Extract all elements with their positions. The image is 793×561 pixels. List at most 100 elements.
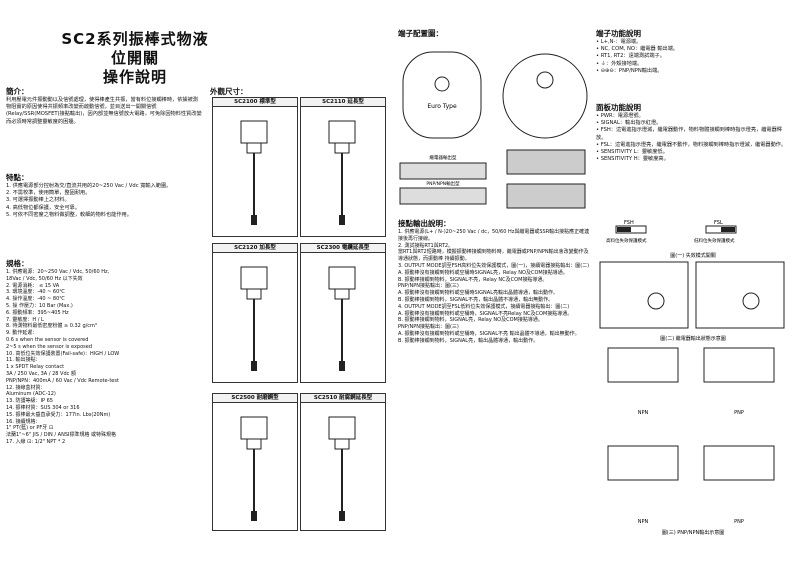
probe-outline xyxy=(328,120,356,225)
fig2-caption: 圖(二) 繼電器輸出狀態示意圖 xyxy=(660,335,726,342)
relay-state-left xyxy=(599,261,689,329)
dimension-drawing-label: SC2110 延長型 xyxy=(301,98,385,107)
list-item: 14. 振棒材質：SUS 304 or 316 xyxy=(6,404,80,411)
probe-outline xyxy=(240,416,268,521)
terminal-section: 端子配置圖： xyxy=(398,28,588,39)
wiring-list: 1. 供應電源(L+ / N-)20~250 Vac / dc，50/60 Hz… xyxy=(398,229,590,345)
list-item: • ⊖⊕⊖：PNP/NPN輸出端。 xyxy=(596,67,663,74)
list-item: 5. 操 作壓力：10 Bar (Max.) xyxy=(6,302,73,309)
npn-circuit-bottom xyxy=(607,445,679,481)
terminal-heading: 端子配置圖： xyxy=(398,29,443,38)
fig1-caption: 圖(一) 失效模式開關 xyxy=(670,252,716,259)
document-title: SC2系列振棒式物液位開關 操作說明 xyxy=(60,30,210,87)
list-item: 11. 輸出接點： xyxy=(6,357,41,364)
round-dial xyxy=(536,71,554,89)
dimension-drawing: SC2510 耐腐鋼延長型 xyxy=(300,393,386,531)
relay-terminal-block: 繼電器輸出型 xyxy=(399,154,487,180)
dimension-drawing: SC2500 耐磨鋼型 xyxy=(212,393,298,531)
list-item: 8. 待測物料最低密度粉體 ≥ 0.32 g/cm³ xyxy=(6,323,97,330)
panel-desc-heading: 面板功能說明 xyxy=(596,103,641,112)
fsh-label: FSH xyxy=(624,220,634,226)
list-item: PNP/NPN：400mA / 60 Vac / Vdc Remote-test xyxy=(6,377,119,384)
list-item: 1. 供應電源：20~250 Vac / Vdc, 50/60 Hz, xyxy=(6,269,110,275)
probe-outline xyxy=(328,266,356,371)
specs-section: 規格： 1. 供應電源：20~250 Vac / Vdc, 50/60 Hz, … xyxy=(6,258,202,446)
dimension-drawing-label: SC2500 耐磨鋼型 xyxy=(213,394,297,403)
title-line1: SC2系列振棒式物液位開關 xyxy=(61,30,209,67)
dimension-drawing: SC2300 電纜延長型 xyxy=(300,243,386,383)
list-item: B. 振動棒接觸到物料，SIGNAL亮，輸出晶體導通，輸出動作。 xyxy=(398,337,539,344)
specs-heading: 規格： xyxy=(6,259,29,268)
terminal-desc-section: 端子功能說明 • L+,N-：電源端。• NC, COM, NO：繼電器 輸出端… xyxy=(596,28,788,75)
euro-screw xyxy=(434,76,450,92)
round-terminal-block-2 xyxy=(506,183,586,209)
euro-type-label: Euro Type xyxy=(427,103,457,110)
list-item: 2. 電源消耗： ≤ 15 VA xyxy=(6,282,60,289)
dimension-drawing-label: SC2120 加長型 xyxy=(213,244,297,253)
mode-diagrams: FSH 高料位失效保護模式 FSL 低料位失效保護模式 圖(一) 失效模式開關 … xyxy=(599,220,785,536)
list-item: 3. 可選擇振動棒上之材料。 xyxy=(6,197,70,204)
list-item: • SIGNAL：輸出指示紅燈。 xyxy=(596,120,662,127)
specs-list: 1. 供應電源：20~250 Vac / Vdc, 50/60 Hz, 18Va… xyxy=(6,269,202,446)
list-item: B. 振動棒接觸到物料，SIGNAL不亮，輸出晶體不導通，輸出無動作。 xyxy=(398,296,554,303)
pnp-block-label: PNP/NPN輸出型 xyxy=(426,180,460,187)
list-item: 6. 振動頻率：395~405 Hz xyxy=(6,309,69,316)
npn-circuit-top xyxy=(607,347,679,383)
list-item: 10. 高低位失效保護裝置(Fail-safe)：HIGH / LOW xyxy=(6,350,120,357)
intro-section: 簡介： 利用壓電元件振動動以及信號處理，使得棒產生共振，當有料位接觸棒時，依據被… xyxy=(6,86,202,126)
wiring-heading: 接點輸出說明： xyxy=(398,219,451,228)
dimension-drawing: SC2100 標準型 xyxy=(212,97,298,237)
list-item: A. 振動棒沒有接觸到物料或空桶時SIGNAL亮，Relay NO及COM接點導… xyxy=(398,269,568,276)
terminal-desc-heading: 端子功能說明 xyxy=(596,29,641,38)
euro-housing xyxy=(402,51,482,139)
list-item: 1. 供應電源(L+ / N-)20~250 Vac / dc，50/60 Hz… xyxy=(398,229,590,242)
list-item: 2. 測試接點RT1與RT2。 xyxy=(398,242,454,249)
dimension-drawing: SC2120 加長型 xyxy=(212,243,298,383)
pnp-label-top: PNP xyxy=(734,410,744,416)
list-item: 1 x SPDT Relay contact xyxy=(6,364,65,371)
list-item: 3A / 250 Vac, 3A / 28 Vdc 額 xyxy=(6,370,76,377)
list-item: 13. 防護等級：IP 65 xyxy=(6,398,53,405)
wiring-section: 接點輸出說明： 1. 供應電源(L+ / N-)20~250 Vac / dc，… xyxy=(398,218,590,345)
list-item: A. 振動棒沒有接觸到物料或空桶時，SIGNAL不亮Relay NC及COM接點… xyxy=(398,310,573,317)
list-item: 15. 振棒最大垂直承受力：177in. Lbs(20Nm) xyxy=(6,411,111,418)
list-item: A. 振動棒沒有接觸到物料或空桶時SIGNAL亮輸出晶體導通，輸出動作。 xyxy=(398,290,558,297)
list-item: 3. 環境溫度：-40 ~ 60℃ xyxy=(6,289,65,296)
panel-desc-section: 面板功能說明 • PWR：電源燈號。• SIGNAL：輸出指示紅燈。• FSH：… xyxy=(596,102,788,163)
relay-block-label: 繼電器輸出型 xyxy=(430,154,457,161)
list-item: 5. 可依不同密度之物料做調整，較細的物料也能作用。 xyxy=(6,211,132,218)
list-item: 16. 接續規格： xyxy=(6,418,41,425)
intro-text: 利用壓電元件振動動以及信號處理，使得棒產生共振，當有料位接觸棒時，依據被測物阻實… xyxy=(6,97,202,125)
pnp-circuit-bottom xyxy=(703,445,775,481)
list-item: PNP/NPN接點輸出：圖(三) xyxy=(398,324,459,331)
list-item: • L+,N-：電源端。 xyxy=(596,39,642,45)
npn-label-bottom: NPN xyxy=(638,519,649,525)
list-item: 3. OUTPUT MODE調至FSH高料位失效保護模式，圖(一)，接續電器接點… xyxy=(398,262,590,269)
list-item: • PWR：電源燈號。 xyxy=(596,113,644,119)
list-item: 18Vac / Vdc, 50/60 Hz 以下失效 xyxy=(6,275,83,282)
terminal-desc-list: • L+,N-：電源端。• NC, COM, NO：繼電器 輸出端。• RT1,… xyxy=(596,39,788,75)
list-item: 當RT1與RT2短路時，模擬振動棒接觸到物料時，繼電器或PNP/NPN輸出會改變… xyxy=(398,249,589,263)
list-item: 7. 靈敏度：H / L xyxy=(6,316,44,323)
fsl-label: FSL xyxy=(714,220,723,226)
list-item: 4. 操作溫度：-40 ~ 80℃ xyxy=(6,296,65,303)
list-item: 0.6 s when the sensor is covered xyxy=(6,336,89,343)
relay-state-right xyxy=(695,261,785,329)
list-item: 1" PT(藍) or PF牙 ⊡ xyxy=(6,425,54,432)
list-item: • SENSITIVITY L：靈敏度低。 xyxy=(596,149,668,156)
list-item: 4. 高低物位都保護，安全可靠。 xyxy=(6,204,81,211)
list-item: • FSH：這電進指示燈滅，繼電器動作，物料物體接觸到棒時指示燈亮，繼電器釋放。 xyxy=(596,127,782,141)
list-item: Aluminum (ADC-12) xyxy=(6,391,56,398)
npn-label-top: NPN xyxy=(638,410,649,416)
dimension-drawing-label: SC2510 耐腐鋼延長型 xyxy=(301,394,385,403)
list-item: PNP/NPN接點輸出：圖(三) xyxy=(398,283,459,290)
list-item: 2~5 s when the sensor is exposed xyxy=(6,343,93,350)
probe-outline xyxy=(240,266,268,371)
dimension-drawing: SC2110 延長型 xyxy=(300,97,386,237)
list-item: 4. OUTPUT MODE調至FSL低料位失效保護模式，接續電器接點輸出：圖(… xyxy=(398,303,570,310)
list-item: 2. 不需校準，使用簡單，整固耐用。 xyxy=(6,190,91,197)
features-heading: 特點： xyxy=(6,173,29,182)
probe-outline xyxy=(328,416,356,521)
fsh-caption: 高料位失效保護模式 xyxy=(606,237,647,244)
pnp-label-bottom: PNP xyxy=(734,519,744,525)
